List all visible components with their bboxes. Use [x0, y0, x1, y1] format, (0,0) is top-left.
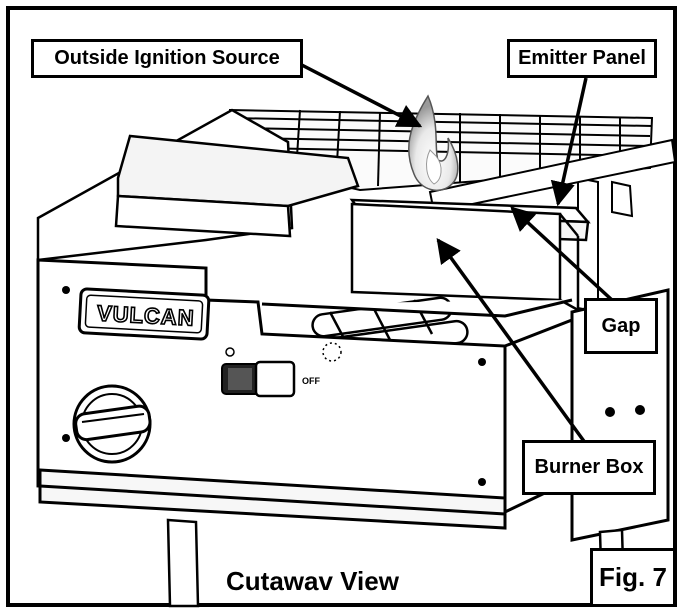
callout-outside-ignition-source: Outside Ignition Source [31, 39, 303, 78]
callout-emitter-panel: Emitter Panel [507, 39, 657, 78]
gas-valve-handle [72, 384, 152, 464]
callout-gap-text: Gap [601, 314, 641, 337]
arrow-gap [510, 206, 614, 302]
figure-number: Fig. 7 [590, 548, 676, 607]
rivets [62, 286, 645, 486]
burner-box [350, 202, 580, 312]
ignition-flame-icon [408, 94, 459, 192]
arrow-emitter [550, 77, 588, 207]
back-splash [36, 108, 360, 262]
brand-plate: VULCAN [77, 287, 211, 341]
arrow-burner [436, 238, 588, 446]
callout-burner-text: Burner Box [534, 456, 644, 478]
control-knob: OFF [221, 342, 342, 398]
figure-caption: Cutawav View [226, 566, 399, 596]
figure-number-text: Fig. 7 [599, 562, 667, 592]
callout-gap: Gap [584, 298, 658, 354]
callout-ignition-text: Outside Ignition Source [54, 47, 280, 69]
callout-burner-box: Burner Box [522, 440, 656, 495]
callout-arrows [295, 60, 614, 446]
arrow-ignition [295, 60, 423, 128]
callout-emitter-text: Emitter Panel [518, 47, 646, 69]
knob-off-label: OFF [302, 376, 320, 386]
figure-frame [6, 6, 677, 607]
brand-name: VULCAN [96, 301, 195, 331]
